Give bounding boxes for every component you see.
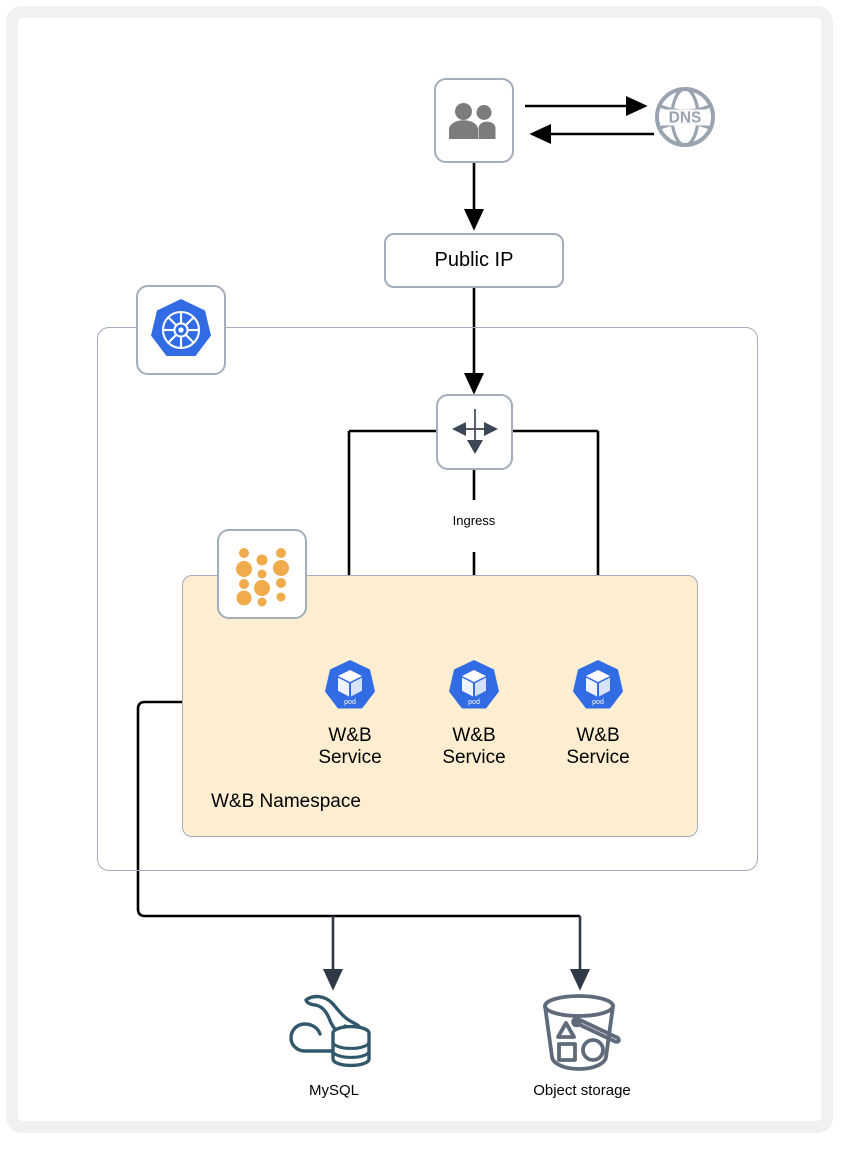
pod-cube-glyph xyxy=(586,670,610,697)
kubernetes-pod-icon: pod xyxy=(449,660,499,709)
ingress-arrows-icon xyxy=(451,409,498,454)
dns-node[interactable]: DNS xyxy=(654,86,716,148)
outer-frame xyxy=(6,6,833,1133)
dns-label: DNS xyxy=(669,109,702,126)
kubernetes-pod-icon: pod xyxy=(573,660,623,709)
pod-node-3[interactable]: pod xyxy=(570,659,626,715)
kubernetes-cluster-box xyxy=(97,327,758,871)
ingress-node[interactable] xyxy=(436,394,513,470)
kubernetes-wheel-icon xyxy=(151,299,211,356)
pod-badge-label: pod xyxy=(592,699,604,706)
pod-cube-glyph xyxy=(338,670,362,697)
dns-globe-icon: DNS xyxy=(655,87,715,147)
namespace-dots-icon xyxy=(236,548,289,607)
object-storage-bucket-icon xyxy=(543,994,621,1071)
pod-badge-label: pod xyxy=(344,699,356,706)
pod-cube-glyph xyxy=(462,670,486,697)
edge-namespace-to-datastores xyxy=(136,700,580,918)
users-icon xyxy=(449,102,496,139)
kubernetes-pod-icon: pod xyxy=(325,660,375,709)
mysql-dolphin-icon xyxy=(289,994,371,1068)
users-node[interactable] xyxy=(434,78,514,163)
public-ip-label: Public IP xyxy=(434,249,514,271)
public-ip-node[interactable]: Public IP xyxy=(384,233,564,288)
mysql-node[interactable] xyxy=(289,993,379,1071)
namespace-icon-box[interactable] xyxy=(217,529,307,619)
pod-node-1[interactable]: pod xyxy=(322,659,378,715)
kubernetes-cluster-icon-box[interactable] xyxy=(136,285,226,375)
pod-node-2[interactable]: pod xyxy=(446,659,502,715)
object-storage-node[interactable] xyxy=(536,993,628,1073)
pod-badge-label: pod xyxy=(468,699,480,706)
